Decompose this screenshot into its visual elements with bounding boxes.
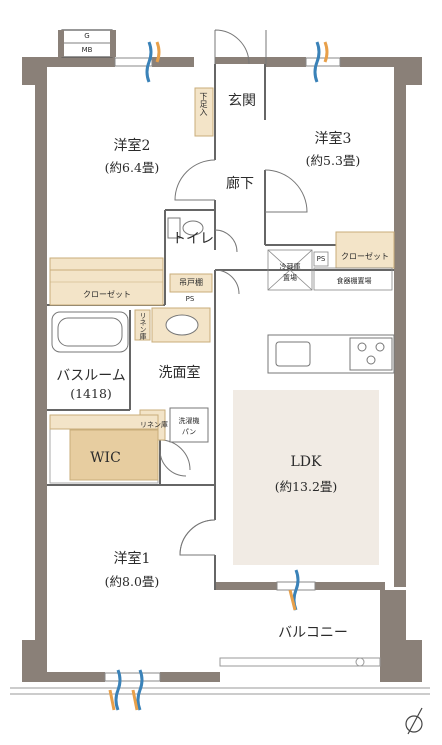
room-wic-label: WIC — [90, 450, 121, 466]
linen2-label: リネン庫 — [140, 421, 168, 429]
washer-label: 洗濯機 — [178, 417, 200, 425]
room-balcony-label: バルコニー — [278, 625, 348, 641]
outer-walls — [22, 57, 422, 682]
room-ldk-name: LDK — [290, 454, 322, 470]
kitchen-counter — [267, 334, 395, 374]
room-western1-size: (約8.0畳) — [104, 574, 160, 589]
washroom-sink — [151, 307, 211, 343]
room-western3-size: (約5.3畳) — [305, 153, 361, 168]
room-western3-name: 洋室3 — [314, 131, 352, 147]
closet-western3-label: クローゼット — [341, 252, 389, 261]
washer-pan-label: パン — [181, 428, 197, 436]
room-western2-size: (約6.4畳) — [104, 160, 160, 175]
closet-western2 — [49, 257, 164, 306]
dish-cabinet-label: 食器棚置場 — [336, 277, 372, 285]
north-arrow-icon — [405, 707, 423, 735]
shoe-closet-label: 下足入 — [199, 92, 208, 116]
room-hallway-label: 廊下 — [226, 176, 254, 192]
shoe-closet — [194, 87, 214, 137]
room-entrance-label: 玄関 — [228, 93, 256, 109]
ldk-floor — [233, 390, 379, 565]
wic-shelves — [49, 414, 159, 484]
balcony-rail — [10, 657, 430, 695]
bathtub — [51, 311, 129, 353]
meter-mb-label: MB — [81, 46, 93, 54]
hanging-cabinet-label: 吊戸棚 — [179, 278, 203, 287]
linen1-label: リネン庫 — [139, 312, 147, 340]
fridge-dish-area — [267, 249, 393, 291]
ps-right-label: PS — [316, 255, 326, 263]
fridge-label: 冷蔵庫 — [279, 263, 301, 271]
vent-markers — [108, 41, 329, 711]
room-bathroom-size: (1418) — [70, 386, 112, 401]
room-toilet-label: トイレ — [172, 231, 214, 247]
room-bathroom-name: バスルーム — [56, 368, 126, 384]
linen-cabinet-1 — [134, 309, 151, 341]
room-western1-name: 洋室1 — [113, 551, 151, 567]
ps-left-label: PS — [185, 295, 195, 303]
closet-western3 — [335, 231, 395, 269]
closet-western2-label: クローゼット — [83, 290, 131, 299]
room-western2-name: 洋室2 — [113, 138, 151, 154]
room-ldk-size: (約13.2畳) — [274, 479, 338, 494]
room-washroom-label: 洗面室 — [158, 365, 201, 381]
toilet-fixture — [167, 217, 204, 239]
meter-box — [58, 29, 116, 58]
hanging-cabinet — [169, 273, 213, 293]
fridge-label-2: 置場 — [283, 274, 297, 282]
washer-pan — [169, 407, 209, 443]
meter-g-label: G — [84, 32, 90, 40]
